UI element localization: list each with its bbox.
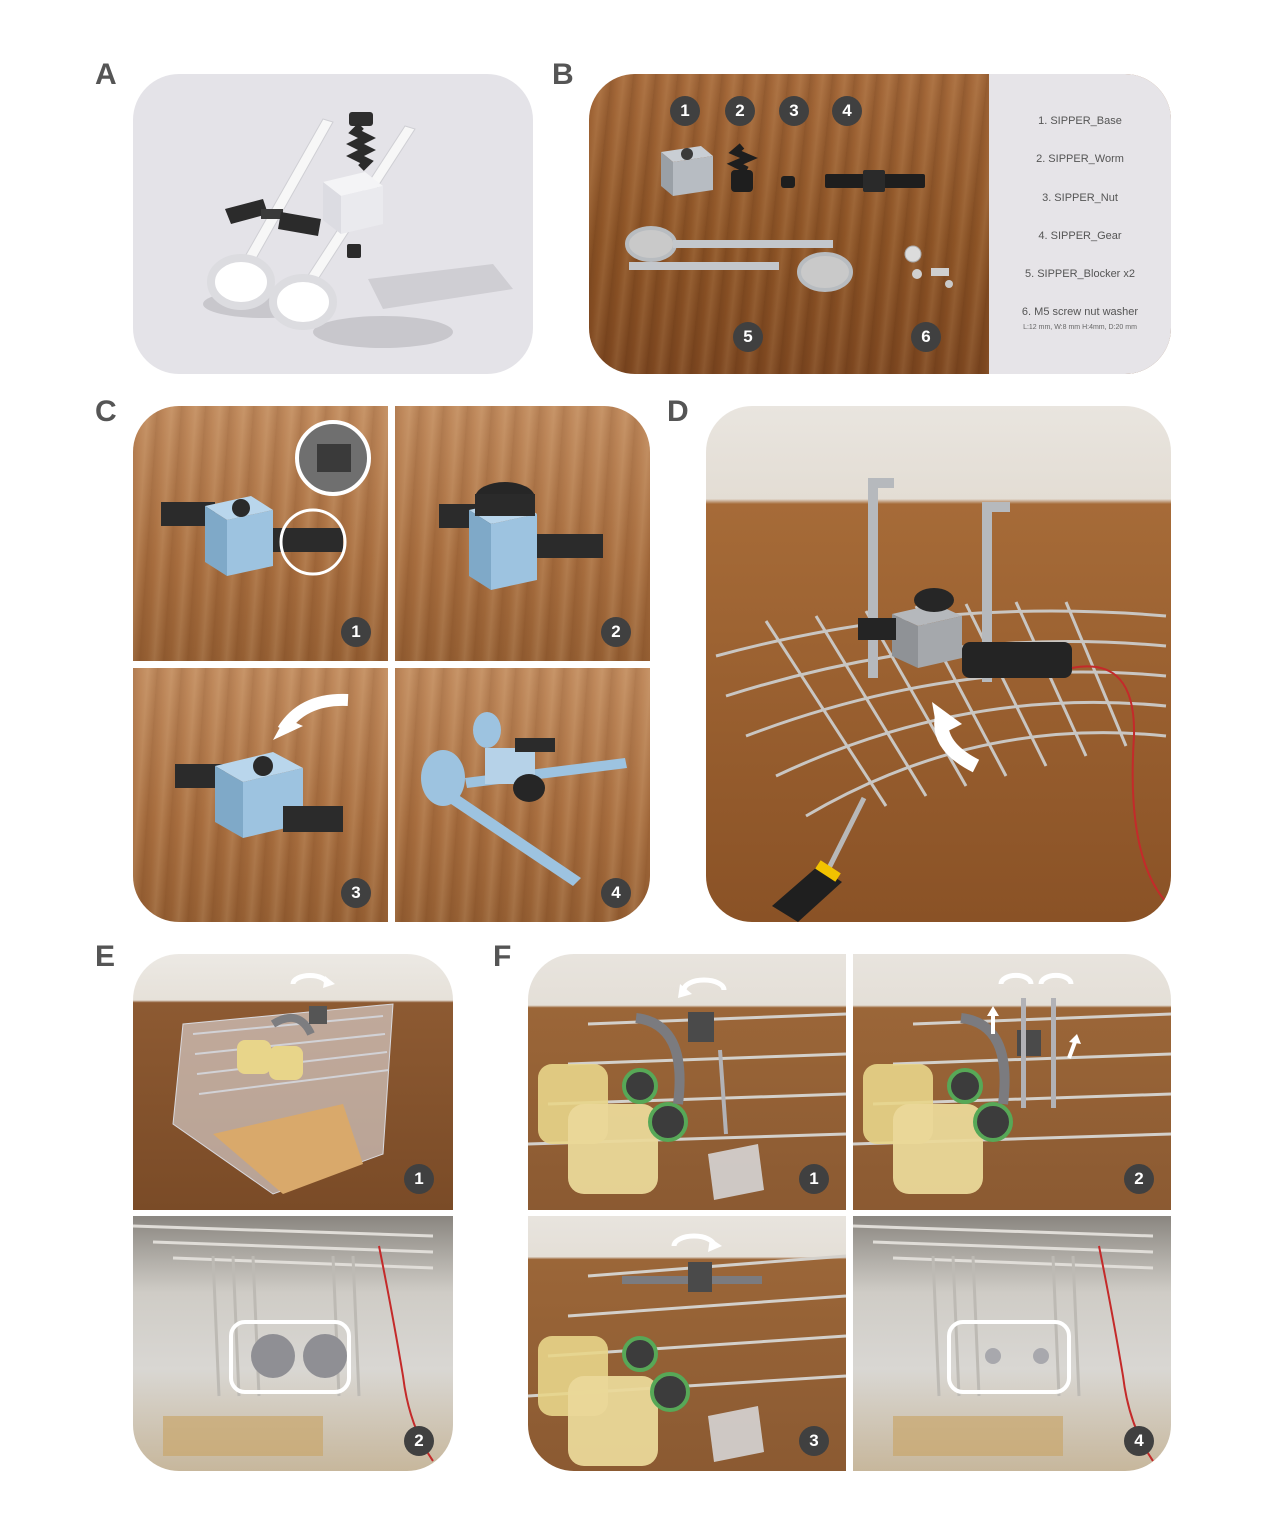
step-badge-f3: 3 — [799, 1426, 829, 1456]
part-callout-1: 1 — [670, 96, 700, 126]
panel-f-adjustment-steps: 1 2 — [528, 954, 1171, 1471]
cage-setup-photo-2: 2 — [133, 1216, 453, 1471]
step-badge-e2: 2 — [404, 1426, 434, 1456]
step-badge-f2: 2 — [1124, 1164, 1154, 1194]
adjustment-step-4-photo: 4 — [853, 1216, 1171, 1471]
legend-item-worm: 2. SIPPER_Worm — [1036, 153, 1124, 165]
step-badge-c3: 3 — [341, 878, 371, 908]
panel-label-a: A — [95, 58, 117, 91]
legend-item-base: 1. SIPPER_Base — [1038, 115, 1122, 127]
parts-layout-photo — [625, 143, 953, 292]
step-badge-e1: 1 — [404, 1164, 434, 1194]
assembly-step-3-photo: 3 — [133, 668, 388, 922]
cage-setup-photo-1: 1 — [133, 954, 453, 1210]
legend-item-gear: 4. SIPPER_Gear — [1038, 230, 1122, 242]
assembly-step-1-photo: 1 — [133, 406, 388, 661]
adjustment-step-1-photo: 1 — [528, 954, 846, 1210]
part-callout-4: 4 — [832, 96, 862, 126]
panel-label-b: B — [552, 58, 574, 91]
assembly-step-2-photo: 2 — [395, 406, 650, 661]
exploded-assembly-render — [203, 112, 513, 348]
panel-label-e: E — [95, 940, 116, 973]
part-callout-5: 5 — [733, 322, 763, 352]
panel-b-parts-photo: 1 2 3 4 5 6 1. SIPPER_Base 2. SIPPER_Wor… — [589, 74, 1171, 374]
parts-legend: 1. SIPPER_Base 2. SIPPER_Worm 3. SIPPER_… — [989, 74, 1171, 374]
step-badge-c4: 4 — [601, 878, 631, 908]
adjustment-step-3-photo: 3 — [528, 1216, 846, 1471]
legend-hardware-dimensions: L:12 mm, W:8 mm H:4mm, D:20 mm — [1023, 324, 1137, 331]
step-badge-c1: 1 — [341, 617, 371, 647]
part-callout-3: 3 — [779, 96, 809, 126]
panel-label-f: F — [493, 940, 512, 973]
panel-c-assembly-steps: 1 2 3 — [133, 406, 650, 922]
legend-item-hardware: 6. M5 screw nut washer — [1021, 306, 1139, 318]
part-callout-6: 6 — [911, 322, 941, 352]
panel-label-c: C — [95, 395, 117, 428]
adjustment-step-2-photo: 2 — [853, 954, 1171, 1210]
part-callout-2: 2 — [725, 96, 755, 126]
step-badge-f4: 4 — [1124, 1426, 1154, 1456]
step-badge-f1: 1 — [799, 1164, 829, 1194]
panel-label-d: D — [667, 395, 689, 428]
panel-e-cage-photos: 1 2 — [133, 954, 453, 1471]
legend-item-blocker: 5. SIPPER_Blocker x2 — [1024, 268, 1136, 280]
panel-d-cage-install-photo — [706, 406, 1171, 922]
legend-item-nut: 3. SIPPER_Nut — [1042, 192, 1118, 204]
assembly-step-4-photo: 4 — [395, 668, 650, 922]
step-badge-c2: 2 — [601, 617, 631, 647]
panel-a-cad-render — [133, 74, 533, 374]
